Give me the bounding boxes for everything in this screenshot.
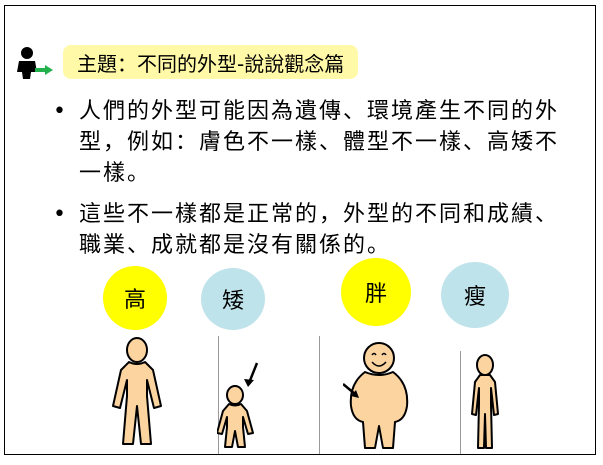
fat-person-figure <box>343 342 409 449</box>
tall-person-figure <box>112 337 162 445</box>
person-arrow-icon <box>17 47 53 79</box>
slide-title: 主題：不同的外型-說說觀念篇 <box>63 45 359 79</box>
body-type-illustrations: 高 矮 胖 瘦 <box>5 6 595 454</box>
bullet-dot: • <box>53 202 68 227</box>
short-person-figure <box>217 362 259 448</box>
label-circle-fat: 胖 <box>341 258 411 326</box>
bullet-dot: • <box>53 99 68 124</box>
bullet-list: • 人們的外型可能因為遺傳、環境產生不同的外型，例如：膚色不一樣、體型不一樣、高… <box>49 96 579 271</box>
label-circle-thin: 瘦 <box>441 262 509 328</box>
divider-line <box>319 336 320 454</box>
label-circle-tall: 高 <box>103 266 167 330</box>
label-circle-short: 矮 <box>201 268 265 330</box>
bullet-item: • 人們的外型可能因為遺傳、環境產生不同的外型，例如：膚色不一樣、體型不一樣、高… <box>49 96 579 189</box>
divider-line <box>218 336 219 454</box>
bullet-text: 人們的外型可能因為遺傳、環境產生不同的外型，例如：膚色不一樣、體型不一樣、高矮不… <box>79 99 560 186</box>
thin-person-figure <box>471 354 499 449</box>
bullet-item: • 這些不一樣都是正常的，外型的不同和成績、職業、成就都是沒有關係的。 <box>49 199 579 261</box>
slide: 主題：不同的外型-說說觀念篇 • 人們的外型可能因為遺傳、環境產生不同的外型，例… <box>4 5 596 455</box>
bullet-text: 這些不一樣都是正常的，外型的不同和成績、職業、成就都是沒有關係的。 <box>79 202 560 258</box>
title-row: 主題：不同的外型-說說觀念篇 <box>15 44 415 84</box>
divider-line <box>460 351 461 454</box>
